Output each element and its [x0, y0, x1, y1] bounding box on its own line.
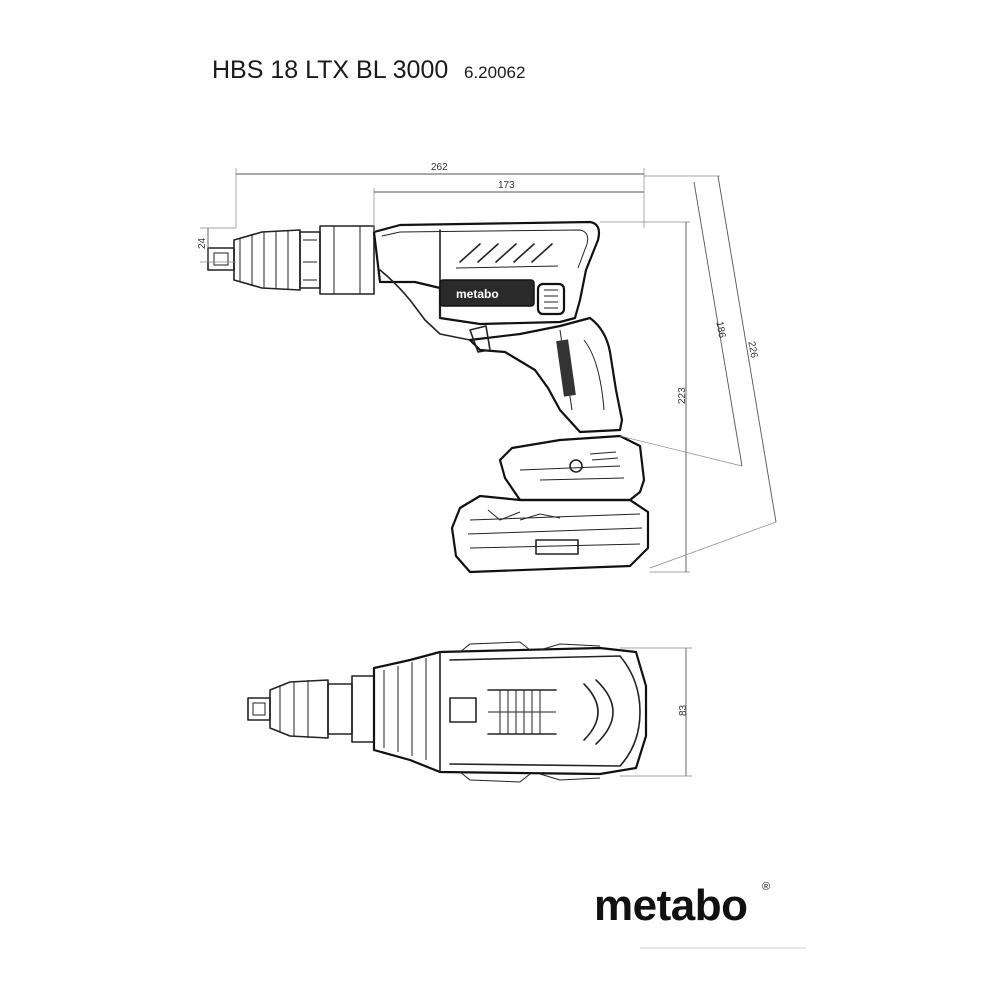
housing-brand-label: metabo: [456, 287, 499, 301]
dimension-total-height: 223: [677, 387, 688, 404]
registered-mark: ®: [762, 881, 770, 893]
side-view-drawing: metabo: [207, 220, 650, 574]
brand-logo: metabo ®: [594, 881, 770, 930]
dimension-diagonal: 226: [745, 341, 759, 360]
handle-grip-label: [556, 339, 576, 397]
battery-pack: [450, 434, 650, 574]
model-name: HBS 18 LTX BL 3000: [212, 56, 448, 84]
depth-locator-nozzle: [207, 225, 375, 295]
dimension-body-length: 173: [498, 180, 515, 191]
top-view-nozzle: [247, 675, 375, 743]
dimension-overall-length: 262: [431, 162, 448, 173]
brand-logo-text: metabo: [594, 881, 747, 930]
top-view-dimensions: 83: [620, 647, 692, 777]
article-number: 6.20062: [464, 63, 525, 82]
dimension-nozzle-diameter: 24: [197, 237, 208, 249]
top-view-drawing: [247, 641, 648, 783]
top-view-body: [372, 641, 648, 783]
handle: [468, 316, 624, 434]
motor-housing: metabo: [372, 220, 601, 341]
dimension-width: 83: [678, 704, 689, 716]
side-view-dimensions: 262 173 24 223 186 226: [197, 162, 777, 573]
housing-brand-plate: [439, 279, 535, 307]
dimension-motor-height: 186: [713, 321, 727, 340]
